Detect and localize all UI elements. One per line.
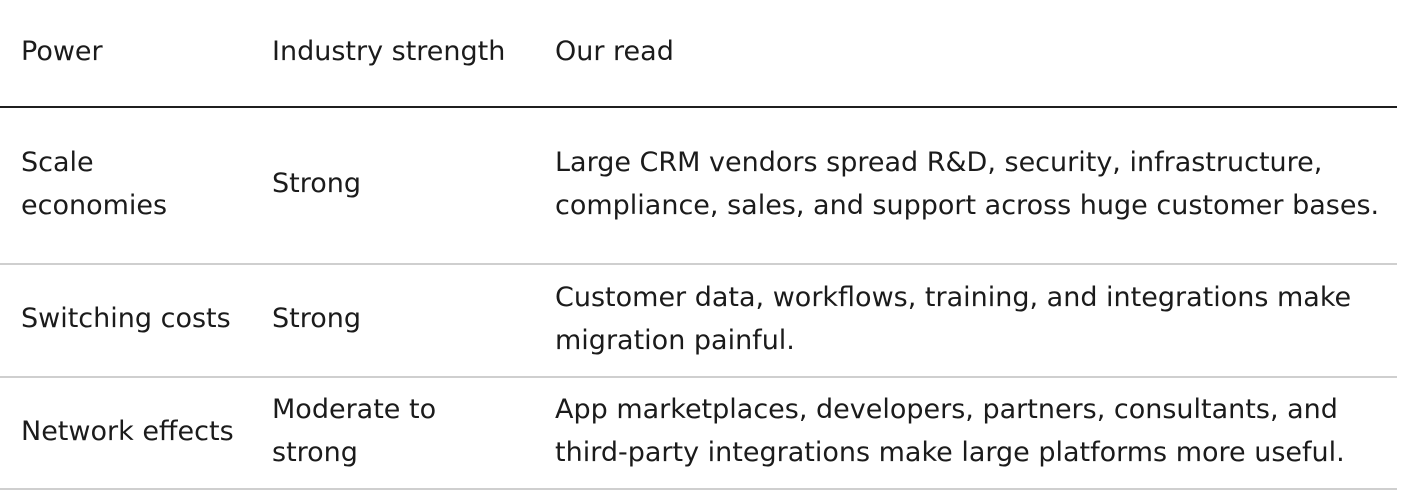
cell-strength: Strong xyxy=(252,107,535,265)
column-header-our-read: Our read xyxy=(535,0,1397,108)
cell-power: Scale economies xyxy=(0,107,252,265)
cell-read: Customer data, workflows, training, and … xyxy=(535,264,1397,378)
cell-power: Switching costs xyxy=(0,264,252,378)
cell-strength: Moderate to strong xyxy=(252,377,535,490)
table-header: Power Industry strength Our read xyxy=(0,0,1397,108)
table-row: Network effects Moderate to strong App m… xyxy=(0,377,1397,490)
cell-read: Large CRM vendors spread R&D, security, … xyxy=(535,107,1397,265)
header-row: Power Industry strength Our read xyxy=(0,0,1397,108)
table-body: Scale economies Strong Large CRM vendors… xyxy=(0,107,1397,490)
column-header-industry-strength: Industry strength xyxy=(252,0,535,108)
table-row: Switching costs Strong Customer data, wo… xyxy=(0,264,1397,378)
powers-table: Power Industry strength Our read Scale e… xyxy=(0,0,1397,490)
cell-power: Network effects xyxy=(0,377,252,490)
cell-read: App marketplaces, developers, partners, … xyxy=(535,377,1397,490)
column-header-power: Power xyxy=(0,0,252,108)
table-row: Scale economies Strong Large CRM vendors… xyxy=(0,107,1397,265)
cell-strength: Strong xyxy=(252,264,535,378)
